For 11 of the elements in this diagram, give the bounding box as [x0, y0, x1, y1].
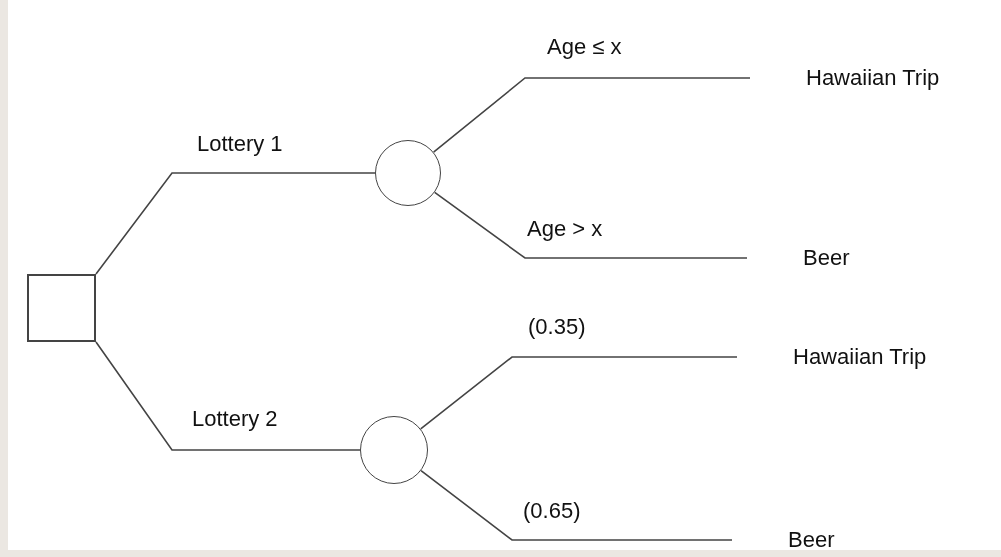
outcome-label: Hawaiian Trip: [806, 65, 940, 91]
branch-line: [420, 469, 733, 541]
outcome-label: Beer: [788, 527, 835, 553]
branch-line: [433, 191, 748, 259]
decision-box: [27, 274, 96, 342]
outcome-label: Hawaiian Trip: [793, 344, 927, 370]
branch-line: [95, 341, 361, 451]
branch-line: [419, 356, 738, 430]
branch-line: [432, 77, 751, 153]
outcome-label: Beer: [803, 245, 850, 271]
branch-line: [95, 172, 376, 275]
